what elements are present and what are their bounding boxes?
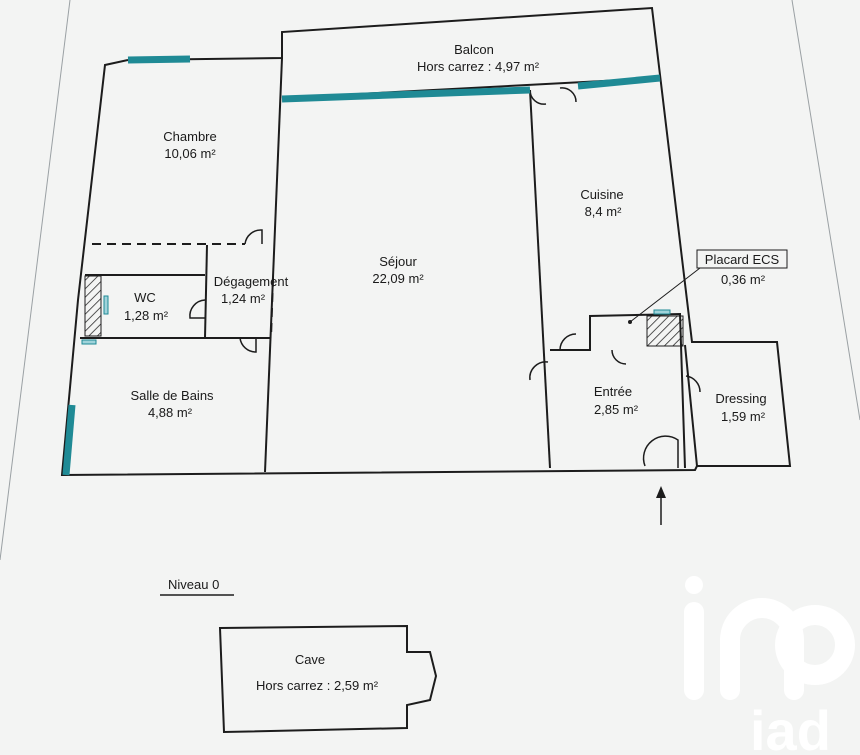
sdb-area: 4,88 m² [148,405,193,420]
iad-logo-o-shape [775,605,855,685]
wc-name: WC [134,290,156,305]
room-labels: Balcon Hors carrez : 4,97 m² Chambre 10,… [124,42,780,693]
cave-name: Cave [295,652,325,667]
hatched-wall-wc [84,275,102,337]
cuisine-area: 8,4 m² [585,204,623,219]
door-entree-dressing [685,375,701,393]
entrance-arrow-head [656,486,666,498]
placard-ecs-area: 0,36 m² [721,272,766,287]
dressing-name: Dressing [715,391,766,406]
degagement-name: Dégagement [214,274,289,289]
wc-area: 1,28 m² [124,308,169,323]
door-wc [189,299,206,319]
wall-left-outer [60,6,792,477]
door-degagement [244,229,263,245]
window-cuisine [577,74,661,90]
balcon-area: Hors carrez : 4,97 m² [417,59,540,74]
vent-placard [653,309,671,315]
door-sdb [239,337,257,353]
wall-sejour-cuisine [529,89,551,469]
chambre-area: 10,06 m² [164,146,216,161]
entree-name: Entrée [594,384,632,399]
placard-ecs-leader [629,267,701,323]
door-balcon-a [529,89,547,105]
wall-entree [550,312,686,469]
entree-area: 2,85 m² [594,402,639,417]
walls [60,6,792,477]
cave-outline [218,624,438,734]
door-entree-top [559,333,577,351]
windows [62,55,661,476]
paper-edge-left [0,0,71,561]
door-balcon-b [559,87,577,103]
dashed-partition-degagement [270,277,274,339]
vent-wc [103,295,109,315]
wall-chambre-sejour [264,57,283,473]
iad-logo [684,576,855,700]
wall-degagement-left [204,244,208,339]
iad-logo-dot [685,576,703,594]
vent-wc-bottom [81,339,97,345]
degagement-area: 1,24 m² [221,291,266,306]
balcon-name: Balcon [454,42,494,57]
sdb-name: Salle de Bains [130,388,214,403]
door-arcs [189,87,701,468]
door-placard [611,349,627,365]
dressing-area: 1,59 m² [721,409,766,424]
door-entree-left [529,361,549,381]
sejour-area: 22,09 m² [372,271,424,286]
iad-logo-text: iad [750,699,831,755]
window-sejour [281,86,531,103]
sejour-name: Séjour [379,254,417,269]
placard-ecs-callout-box [696,249,788,269]
cuisine-name: Cuisine [580,187,623,202]
cave-area: Hors carrez : 2,59 m² [256,678,379,693]
level-label: Niveau 0 [168,577,219,592]
placard-ecs-name: Placard ECS [705,252,780,267]
paper-edge-right [791,0,860,421]
chambre-name: Chambre [163,129,216,144]
hatched-placard-ecs [646,315,684,347]
door-main [642,435,679,468]
wall-entree-dressing [684,344,698,467]
window-sdb [62,404,76,476]
placard-ecs-leader-dot [628,320,632,324]
window-chambre [127,55,191,64]
